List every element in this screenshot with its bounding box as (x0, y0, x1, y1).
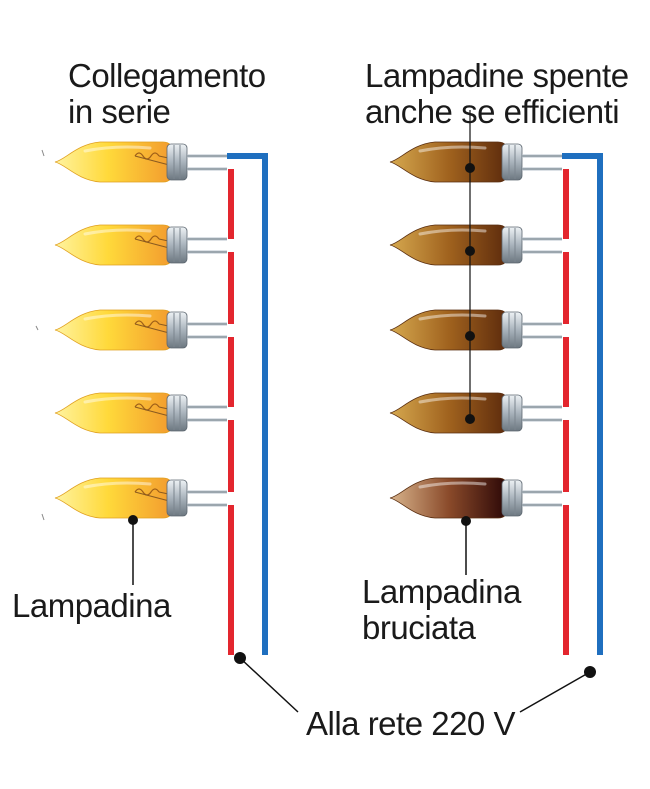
right-title: Lampadine spente anche se efficienti (365, 58, 629, 130)
left-bulb-3 (54, 309, 227, 351)
burnt-lamp-label-line1: Lampadina (362, 573, 521, 610)
right-bulb-5 (389, 477, 562, 519)
bulb-metal-base (166, 479, 188, 517)
left-bulb-1 (54, 141, 227, 183)
off-bulb-dot-1 (465, 163, 475, 173)
bulb-highlight (83, 396, 152, 404)
bulb-metal-base (166, 394, 188, 432)
bulb-metal-base (166, 226, 188, 264)
bulb-highlight (418, 228, 487, 236)
bulb-highlight (418, 396, 487, 404)
burnt-lamp-label-line2: bruciata (362, 609, 476, 646)
wiring (35, 110, 603, 713)
bulb-highlight (418, 481, 487, 489)
off-bulb-dot-2 (465, 246, 475, 256)
left-bulb-5 (54, 477, 227, 519)
left-bulb-2 (54, 224, 227, 266)
stray-mark (41, 513, 45, 521)
right-mains-leader (519, 671, 591, 713)
left-mains-leader (239, 657, 299, 713)
left-title: Collegamento in serie (68, 58, 266, 130)
left-title-line1: Collegamento (68, 57, 266, 94)
off-bulb-dot-4 (465, 414, 475, 424)
off-bulb-dot-3 (465, 331, 475, 341)
bulb-highlight (418, 145, 487, 153)
right-bulb-4 (389, 392, 562, 434)
right-bulb-2 (389, 224, 562, 266)
lamp-label: Lampadina (12, 587, 171, 624)
bulb-group-left (54, 141, 227, 519)
bulb-highlight (83, 481, 152, 489)
bulb-highlight (83, 145, 152, 153)
right-bulb-3 (389, 309, 562, 351)
stray-mark (35, 325, 39, 331)
right-title-line2: anche se efficienti (365, 93, 620, 130)
bulb-metal-base (501, 143, 523, 181)
bulb-highlight (418, 313, 487, 321)
bulb-metal-base (501, 394, 523, 432)
bulb-metal-base (166, 143, 188, 181)
right-bulb-1 (389, 141, 562, 183)
left-blue-wire (227, 153, 268, 655)
burnt-lamp-label: Lampadina bruciata (362, 574, 521, 646)
bulb-metal-base (166, 311, 188, 349)
bulb-highlight (83, 313, 152, 321)
left-bulb-4 (54, 392, 227, 434)
bulb-metal-base (501, 311, 523, 349)
right-title-line1: Lampadine spente (365, 57, 629, 94)
bulb-highlight (83, 228, 152, 236)
mains-label: Alla rete 220 V (306, 705, 515, 742)
left-title-line2: in serie (68, 93, 171, 130)
stray-mark (41, 149, 45, 157)
right-blue-wire (562, 153, 603, 655)
bulb-metal-base (501, 226, 523, 264)
bulb-group-right (389, 141, 562, 519)
bulb-metal-base (501, 479, 523, 517)
